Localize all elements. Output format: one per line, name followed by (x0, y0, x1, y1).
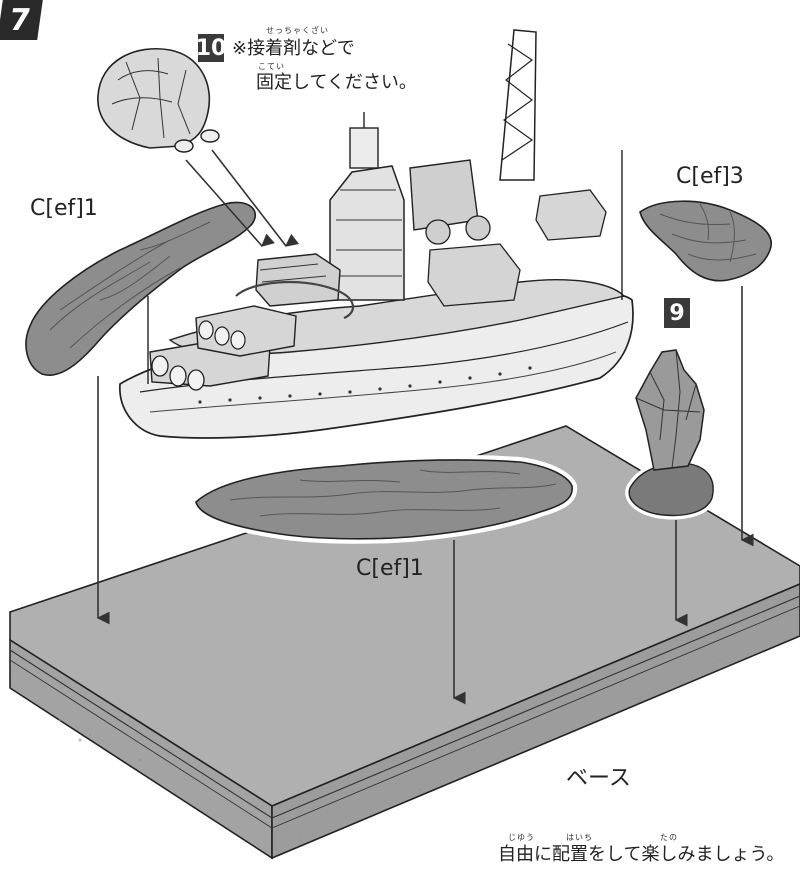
left-cloud-part (25, 201, 257, 376)
rock-spire-part (625, 349, 718, 520)
note-number-box: 10 (195, 34, 227, 62)
note-line-2: 固定してください。 (256, 72, 417, 93)
note-ruby-kotei: こてい (258, 62, 285, 71)
note-line-1: ※接着剤などで (232, 38, 355, 59)
assembly-arrows (96, 149, 754, 705)
display-base (9, 425, 800, 860)
footer-ruby-jiyuu: じゆう (508, 833, 535, 842)
footer-text: 自由に配置をして楽しみましょう。 (498, 844, 785, 865)
left-cloud-label: C[ef]1 (30, 196, 98, 221)
spire-part-number: 9 (664, 298, 690, 328)
note-ruby-setchakuzai: せっちゃくざい (266, 26, 329, 35)
bottom-cloud-part (190, 454, 578, 544)
footer-ruby-haichi: はいち (566, 833, 593, 842)
battleship-model (119, 29, 634, 439)
footer-ruby-tano: たの (660, 833, 678, 842)
right-cloud-part (639, 200, 772, 282)
bottom-cloud-label: C[ef]1 (356, 556, 424, 581)
right-cloud-label: C[ef]3 (676, 164, 744, 189)
turret-dome-part (97, 48, 220, 153)
base-label: ベース (566, 766, 631, 791)
step-number-badge: 7 (0, 0, 43, 40)
